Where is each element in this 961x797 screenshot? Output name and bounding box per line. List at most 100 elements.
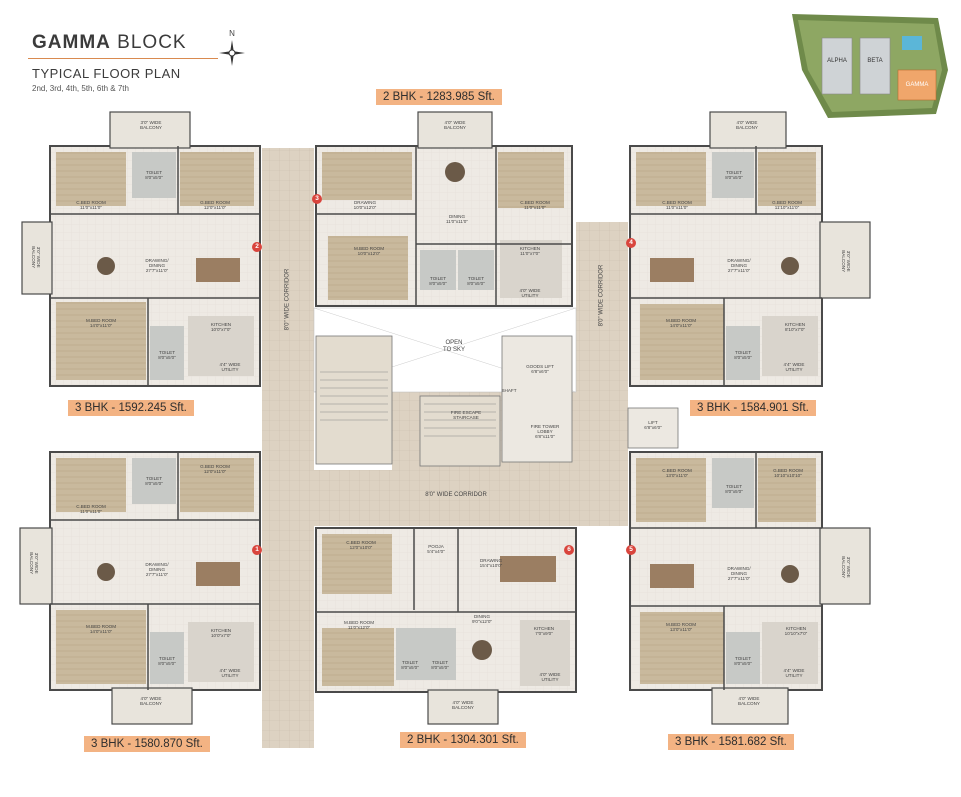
title-divider (28, 58, 218, 59)
u5-toilet2: TOILET 8'0"x5'0" (734, 656, 752, 667)
u2-toilet2: TOILET 8'0"x5'0" (158, 350, 176, 361)
u4-gbed: G.BED ROOM 11'10"x11'0" (772, 200, 802, 211)
unit-3-marker: 3 (312, 194, 322, 204)
u6-cbed: C.BED ROOM 12'0"x10'0" (346, 540, 376, 551)
u4-mbed: M.BED ROOM 14'0"x11'0" (665, 318, 697, 329)
u6-utility: 4'0" WIDE UTILITY (539, 672, 561, 683)
corridor-left-label: 8'0" WIDE CORRIDOR (284, 268, 291, 331)
u2-utility: 4'4" WIDE UTILITY (219, 362, 241, 373)
u6-drawing: DRAWING 15'4"x10'0" (479, 558, 503, 569)
unit-5-label: 3 BHK - 1581.682 Sft. (668, 734, 794, 750)
u3-utility: 4'0" WIDE UTILITY (519, 288, 541, 299)
u3-dining: DINING 11'0"x11'0" (446, 214, 468, 225)
u2-balcony-left: 3'0" WIDE BALCONY (31, 246, 42, 269)
unit-6 (315, 527, 577, 725)
u5-cbed: C.BED ROOM 13'0"x11'0" (662, 468, 692, 479)
u4-balcony-top: 4'0" WIDE BALCONY (736, 120, 758, 131)
title-light: BLOCK (117, 32, 187, 53)
keyplan-beta: BETA (867, 58, 883, 64)
staircase-center (419, 395, 501, 467)
u2-balcony-top: 3'0" WIDE BALCONY (140, 120, 162, 131)
u5-balcony-bottom: 4'0" WIDE BALCONY (738, 696, 760, 707)
u1-utility: 4'4" WIDE UTILITY (219, 668, 241, 679)
u3-toilet1: TOILET 8'0"x5'0" (429, 276, 447, 287)
unit-1-marker: 1 (252, 545, 262, 555)
u2-drawing: DRAWING/ DINING 27'7"x11'0" (145, 258, 169, 274)
unit-6-label: 2 BHK - 1304.301 Sft. (400, 732, 526, 748)
u4-drawing: DRAWING/ DINING 27'7"x11'0" (727, 258, 751, 274)
shaft-label: SHAFT (501, 388, 517, 393)
corridor-bottom-label: 8'0" WIDE CORRIDOR (425, 492, 487, 498)
u4-cbed: C.BED ROOM 11'0"x11'0" (662, 200, 692, 211)
u5-gbed: G.BED ROOM 10'10"x10'10" (773, 468, 803, 479)
fire-escape-label: FIRE ESCAPE STAIRCASE (450, 410, 482, 421)
unit-4-marker: 4 (626, 238, 636, 248)
u5-toilet: TOILET 8'0"x5'0" (725, 484, 743, 495)
u6-dining: DINING 9'0"x12'0" (471, 614, 493, 625)
u2-kitchen: KITCHEN 10'0"x7'0" (210, 322, 232, 333)
u5-balcony-right: 3'0" WIDE BALCONY (841, 556, 852, 579)
u3-drawing: DRAWING 10'0"x12'0" (353, 200, 377, 211)
subtitle: TYPICAL FLOOR PLAN (32, 66, 181, 81)
unit-2 (21, 111, 261, 387)
u1-gbed: G.BED ROOM 12'0"x11'0" (200, 464, 230, 475)
u5-drawing: DRAWING/ DINING 27'7"x11'0" (727, 566, 751, 582)
u6-mbed: M.BED ROOM 11'0"x12'0" (343, 620, 375, 631)
lift-label: LIFT 6'8"x6'0" (644, 420, 662, 431)
u4-utility: 4'4" WIDE UTILITY (783, 362, 805, 373)
u3-toilet2: TOILET 8'0"x5'0" (467, 276, 485, 287)
compass-north-label: N (229, 29, 235, 38)
goods-lift-label: GOODS LIFT 6'8"x6'0" (526, 364, 554, 375)
unit-3 (315, 111, 573, 307)
u2-mbed: M.BED ROOM 14'0"x11'0" (85, 318, 117, 329)
lift-right (627, 407, 679, 449)
u6-pooja: POOJA 5'4"x4'0" (427, 544, 445, 555)
u6-toilet1: TOILET 8'0"x5'0" (401, 660, 419, 671)
u5-utility: 4'4" WIDE UTILITY (783, 668, 805, 679)
u3-kitchen: KITCHEN 11'0"x7'0" (519, 246, 541, 257)
u4-balcony-right: 3'0" WIDE BALCONY (841, 250, 852, 273)
floors-list: 2nd, 3rd, 4th, 5th, 6th & 7th (32, 84, 129, 93)
u5-kitchen: KITCHEN 10'10"x7'0" (784, 626, 808, 637)
lift-core (501, 335, 573, 463)
unit-6-marker: 6 (564, 545, 574, 555)
unit-3-label: 2 BHK - 1283.985 Sft. (376, 89, 502, 105)
unit-1 (19, 451, 261, 725)
keyplan-gamma: GAMMA (905, 82, 929, 88)
unit-1-label: 3 BHK - 1580.870 Sft. (84, 736, 210, 752)
u6-kitchen: KITCHEN 7'0"x9'0" (533, 626, 555, 637)
u1-toilet: TOILET 8'0"x5'0" (145, 476, 163, 487)
u6-balcony: 4'0" WIDE BALCONY (452, 700, 474, 711)
u6-toilet2: TOILET 8'0"x5'0" (431, 660, 449, 671)
u3-cbed: C.BED ROOM 11'0"x11'0" (520, 200, 550, 211)
u1-toilet2: TOILET 8'0"x5'0" (158, 656, 176, 667)
keyplan-alpha: ALPHA (827, 58, 847, 64)
unit-4-label: 3 BHK - 1584.901 Sft. (690, 400, 816, 416)
u5-mbed: M.BED ROOM 13'0"x11'0" (665, 622, 697, 633)
u1-cbed: C.BED ROOM 11'0"x11'0" (76, 504, 106, 515)
compass-icon: N (217, 30, 247, 76)
fire-tower-label: FIRE TOWER LOBBY 6'8"x11'0" (530, 424, 560, 440)
u1-kitchen: KITCHEN 10'0"x7'0" (210, 628, 232, 639)
u4-toilet2: TOILET 8'0"x5'0" (734, 350, 752, 361)
unit-2-label: 3 BHK - 1592.245 Sft. (68, 400, 194, 416)
u1-balcony-bottom: 4'0" WIDE BALCONY (140, 696, 162, 707)
u2-cbed: C.BED ROOM 11'0"x11'0" (76, 200, 106, 211)
title-bold: GAMMA (32, 32, 111, 53)
u2-toilet: TOILET 8'0"x5'0" (145, 170, 163, 181)
u4-toilet: TOILET 8'0"x5'0" (725, 170, 743, 181)
unit-5-marker: 5 (626, 545, 636, 555)
key-plan: ALPHA BETA GAMMA (788, 10, 952, 120)
corridor-right-label: 8'0" WIDE CORRIDOR (598, 264, 605, 327)
u4-kitchen: KITCHEN 8'10"x7'0" (784, 322, 806, 333)
u1-drawing: DRAWING/ DINING 27'7"x11'0" (145, 562, 169, 578)
unit-5 (629, 451, 871, 725)
u2-gbed: G.BED ROOM 12'0"x11'0" (200, 200, 230, 211)
unit-2-marker: 2 (252, 242, 262, 252)
page-title: GAMMA BLOCK (32, 32, 187, 54)
u3-balcony: 4'0" WIDE BALCONY (444, 120, 466, 131)
open-to-sky-label: OPEN TO SKY (443, 340, 465, 353)
bottom-corridor (262, 470, 628, 526)
unit-4 (629, 111, 871, 387)
